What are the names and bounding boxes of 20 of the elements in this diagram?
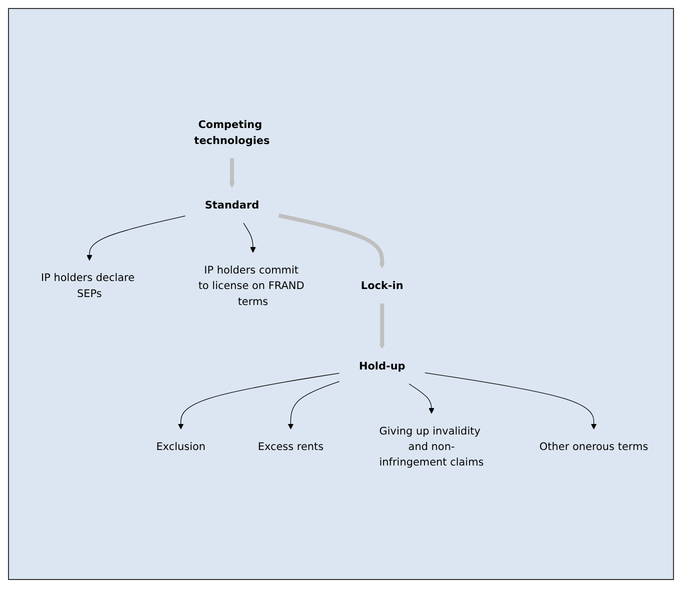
node-text: Standard [204, 199, 260, 212]
node-text: Hold-up [358, 360, 406, 372]
node-text: IP holders commit to license on FRAND terms [198, 264, 304, 308]
arrow [243, 223, 256, 254]
panel-background: Competing technologies Standard IP holders declare SEPs IP holders commit to license on FRAND terms Lock-in Hold-up Exclusion Excess rents Giving up invalidity and non-infringement claims Other onerous terms [8, 8, 674, 580]
arrow [229, 158, 235, 188]
arrow [178, 373, 340, 430]
node-text: Lock-in [360, 280, 404, 292]
node-text: Giving up invalidity and non-infringement claims [379, 424, 484, 469]
node-text: Other onerous terms [539, 440, 648, 453]
node-text: Excess rents [258, 440, 324, 453]
arrow [379, 304, 385, 350]
arrow [278, 214, 385, 269]
arrow [424, 372, 597, 430]
arrow [288, 381, 340, 430]
node-text: IP holders declare SEPs [41, 272, 135, 300]
arrow [86, 216, 186, 261]
node-text: Exclusion [156, 440, 206, 453]
arrow [408, 384, 434, 414]
node-text: Competing technologies [194, 118, 270, 147]
